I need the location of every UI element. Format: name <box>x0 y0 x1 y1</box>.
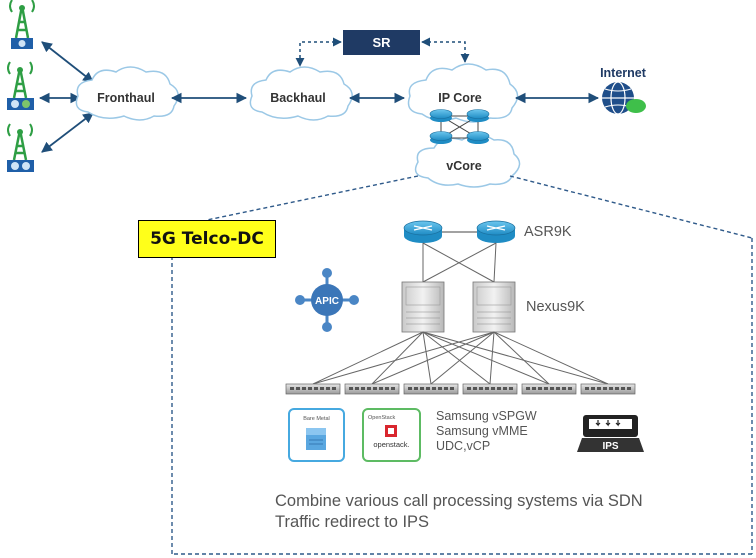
leaf-link <box>312 331 424 385</box>
router-icon <box>476 220 516 243</box>
cell-tower-icon <box>7 123 34 172</box>
leaf-switch-icon <box>462 383 518 395</box>
nexus-switch-icon <box>472 281 516 333</box>
tower-links <box>38 41 94 153</box>
leaf-link <box>371 331 495 385</box>
vendor-list: Samsung vSPGW Samsung vMME UDC,vCP <box>436 409 537 454</box>
caption-line: Combine various call processing systems … <box>275 492 643 510</box>
backhaul-label: Backhaul <box>270 91 326 105</box>
asr-router-pair <box>403 220 516 243</box>
router-icon <box>429 109 453 122</box>
vendor-item: Samsung vMME <box>436 424 528 438</box>
router-icon <box>466 131 490 144</box>
backhaul-cloud: Backhaul <box>249 66 353 121</box>
leaf-switch-row <box>285 383 636 395</box>
ip-core-label: IP Core <box>438 91 482 105</box>
nexus-switch-icon <box>401 281 445 333</box>
openstack-logo-icon <box>385 425 397 437</box>
router-icon <box>466 109 490 122</box>
asr-nexus-links <box>422 242 497 283</box>
bare-metal-card: Bare Metal <box>288 408 345 462</box>
sr-links <box>295 37 470 67</box>
leaf-link <box>371 331 424 385</box>
caption: Combine various call processing systems … <box>275 491 643 533</box>
core-router-mesh <box>429 109 490 144</box>
leaf-link <box>422 331 609 385</box>
leaf-link <box>493 331 609 385</box>
cell-tower-icon <box>7 61 34 110</box>
fronthaul-cloud: Fronthaul <box>75 66 179 121</box>
apic-label: APIC <box>315 296 339 307</box>
vcore-label: vCore <box>446 159 481 173</box>
vendor-item: Samsung vSPGW <box>436 409 537 423</box>
leaf-switch-icon <box>521 383 577 395</box>
openstack-header: OpenStack <box>368 415 395 421</box>
ip-core-cloud: IP Core <box>407 63 519 123</box>
apic-icon: APIC <box>295 268 359 332</box>
leaf-link <box>493 331 550 385</box>
vcore-cloud: vCore <box>414 134 521 188</box>
globe-icon <box>602 81 646 115</box>
bare-metal-label: Bare Metal <box>303 416 330 422</box>
fronthaul-label: Fronthaul <box>97 91 155 105</box>
caption-line: Traffic redirect to IPS <box>275 513 430 531</box>
leaf-spine-mesh <box>312 331 609 385</box>
openstack-card: OpenStack openstack. <box>362 408 421 462</box>
ips-appliance-icon: IPS <box>577 415 644 452</box>
leaf-switch-icon <box>580 383 636 395</box>
leaf-link <box>422 331 491 385</box>
asr-label: ASR9K <box>524 224 572 240</box>
leaf-link <box>422 331 432 385</box>
leaf-switch-icon <box>403 383 459 395</box>
ips-label: IPS <box>602 441 618 452</box>
nexus-label: Nexus9K <box>526 299 585 315</box>
cell-tower-icon <box>9 0 35 49</box>
server-icon <box>306 428 326 450</box>
datacenter-title: 5G Telco-DC <box>138 220 276 258</box>
leaf-switch-icon <box>344 383 400 395</box>
leaf-link <box>422 331 550 385</box>
leaf-link <box>489 331 495 385</box>
router-icon <box>429 131 453 144</box>
router-icon <box>403 220 443 243</box>
leaf-switch-icon <box>285 383 341 395</box>
sr-node: SR <box>343 30 420 55</box>
leaf-link <box>312 331 495 385</box>
datacenter-border <box>171 175 753 555</box>
openstack-logo-text: openstack. <box>373 440 409 449</box>
sr-label: SR <box>372 35 391 50</box>
leaf-link <box>430 331 495 385</box>
vendor-item: UDC,vCP <box>436 439 491 453</box>
internet-label: Internet <box>600 66 647 80</box>
